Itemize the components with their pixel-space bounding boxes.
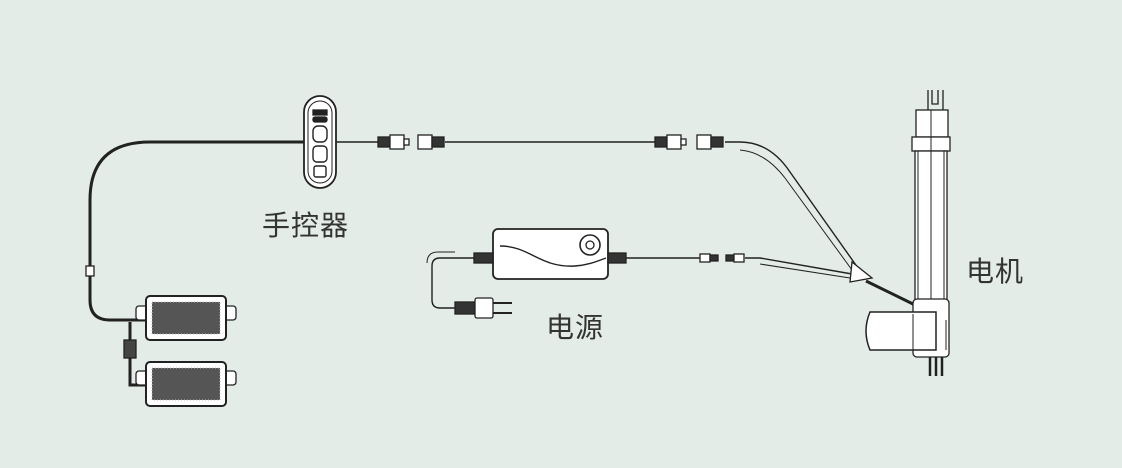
ac-cord — [431, 257, 474, 309]
hand-controller-label: 手控器 — [262, 209, 350, 242]
battery-link-connector — [123, 339, 137, 359]
linear-actuator — [865, 90, 951, 376]
cable-joint — [85, 265, 95, 277]
hand-controller — [303, 95, 337, 189]
motor-label: 电机 — [966, 255, 1025, 288]
plug — [454, 297, 512, 319]
connector-pair-2 — [654, 134, 724, 150]
handset-cable — [88, 140, 304, 322]
dc-connector — [699, 253, 745, 263]
cable-merge-icon — [849, 260, 874, 283]
battery-box-1 — [135, 295, 237, 341]
power-supply-label: 电源 — [546, 311, 605, 344]
control-cable — [336, 141, 859, 269]
connector-pair-1 — [377, 134, 445, 150]
dc-cable — [626, 257, 853, 275]
power-adapter — [473, 228, 627, 280]
battery-box-2 — [135, 361, 237, 407]
